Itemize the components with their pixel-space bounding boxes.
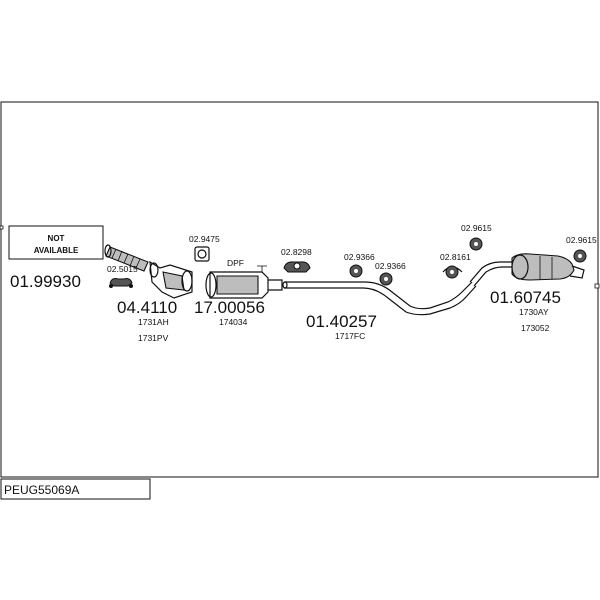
catalyst-code-1: 1731AH (138, 317, 169, 327)
ring-b-part (379, 272, 393, 286)
dpf-label: DPF (227, 258, 244, 268)
ring-c-part (469, 237, 483, 251)
mount-a-part (442, 265, 463, 279)
middle-pipe-part (282, 281, 477, 316)
catalyst-part (149, 260, 193, 299)
ring-a-part (349, 264, 363, 278)
rear-silencer-code-2: 173052 (521, 323, 550, 333)
gasket-a-part (194, 246, 210, 262)
catalyst-code-2: 1731PV (138, 333, 169, 343)
middle-pipe-number: 01.40257 (306, 312, 377, 331)
rear-silencer-code-1: 1730AY (519, 307, 549, 317)
clamp-a-ref: 02.5015 (107, 264, 138, 274)
ring-a-ref: 02.9366 (344, 252, 375, 262)
gasket-a-ref: 02.9475 (189, 234, 220, 244)
not-available-line1: NOT (48, 234, 65, 243)
diagram-frame (0, 101, 599, 478)
rear-silencer-part (469, 253, 585, 287)
footer-code-box (0, 478, 151, 500)
flex-pipe-part (104, 244, 149, 272)
front-pipe-number: 01.99930 (10, 272, 81, 291)
catalyst-number: 04.4110 (117, 298, 177, 317)
mount-a-ref: 02.8161 (440, 252, 471, 262)
middle-pipe-code-1: 1717FC (335, 331, 365, 341)
ring-b-ref: 02.9366 (375, 261, 406, 271)
not-available-box (8, 225, 104, 260)
ring-d-ref: 02.9615 (566, 235, 597, 245)
rear-silencer-number: 01.60745 (490, 288, 561, 307)
ring-c-ref: 02.9615 (461, 223, 492, 233)
frame-marker-right (594, 283, 600, 289)
dpf-number: 17.00056 (194, 298, 265, 317)
dpf-part (205, 265, 283, 299)
dpf-code-1: 174034 (219, 317, 248, 327)
not-available-line2: AVAILABLE (34, 246, 79, 255)
frame-marker-left (0, 225, 4, 230)
clamp-b-ref: 02.8298 (281, 247, 312, 257)
ring-d-part (573, 249, 587, 263)
clamp-a-part (109, 278, 133, 288)
footer-code: PEUG55069A (4, 483, 79, 497)
clamp-b-part (283, 261, 311, 273)
